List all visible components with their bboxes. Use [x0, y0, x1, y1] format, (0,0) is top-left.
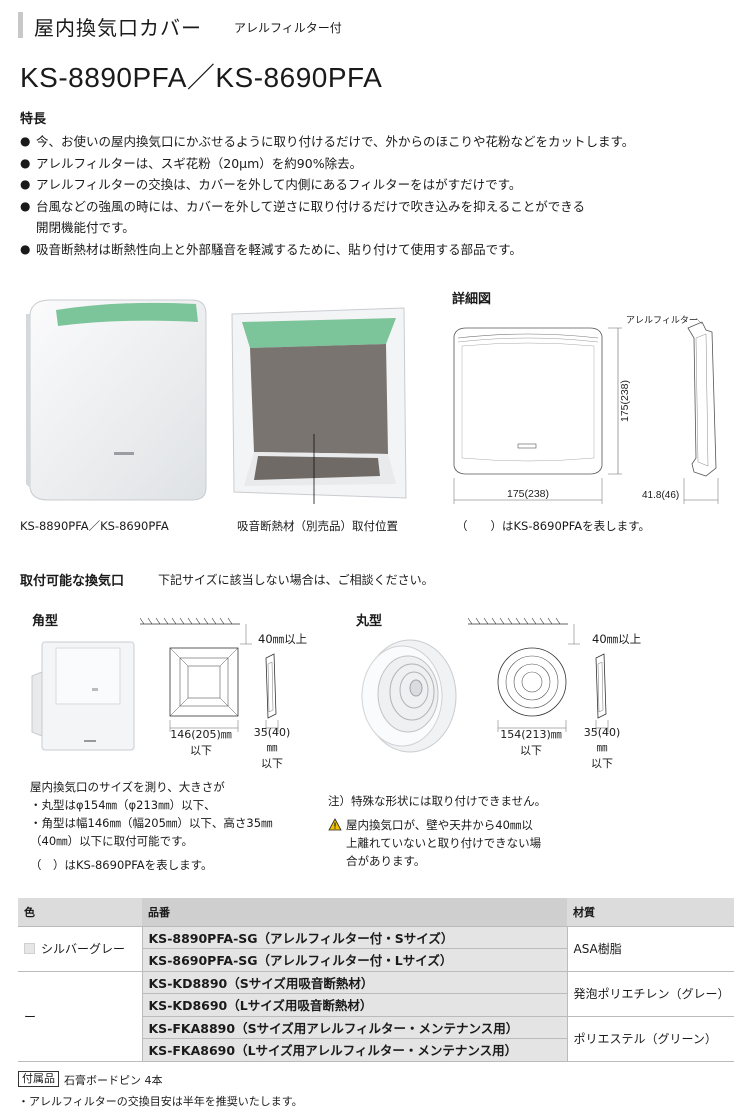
- size-note-line: ・角型は幅146㎜（幅205㎜）以下、高さ35㎜: [30, 816, 273, 830]
- product-back-image: [231, 307, 407, 504]
- feature-item: アレルフィルターは、スギ花粉（20μm）を約90%除去。: [20, 153, 732, 175]
- feature-item-continued: 開閉機能付です。: [36, 220, 135, 235]
- detail-caption: （ ）はKS-8690PFAを表します。: [456, 519, 650, 533]
- size-note-line: ・丸型はφ154㎜（φ213㎜）以下、: [30, 798, 216, 812]
- warning-note: 屋内換気口が、壁や天井から40㎜以 上離れていないと取り付けできない場 合があり…: [346, 818, 542, 868]
- table-row: シルバーグレー KS-8890PFA-SG（アレルフィルター付・Sサイズ） AS…: [18, 926, 734, 972]
- size-note-line: 屋内換気口のサイズを測り、大きさが: [30, 780, 225, 794]
- mountable-note: 下記サイズに該当しない場合は、ご相談ください。: [158, 573, 434, 587]
- product-front-image: [26, 299, 207, 501]
- page-title: 屋内換気口カバー: [34, 16, 202, 40]
- material-cell: ASA樹脂: [567, 926, 734, 972]
- color-cell: ー: [18, 971, 142, 1062]
- hinban-cell: KS-FKA8690（Lサイズ用アレルフィルター・メンテナンス用）: [141, 1038, 568, 1062]
- page-subtitle: アレルフィルター付: [234, 21, 342, 35]
- footnote: ・アレルフィルターの交換目安は半年を推奨いたします。: [18, 1095, 303, 1108]
- feature-item: 吸音断熱材は断熱性向上と外部騒音を軽減するために、貼り付けて使用する部品です。: [20, 239, 732, 261]
- table-row: KS-KD8690（Lサイズ用吸音断熱材）: [18, 993, 734, 1017]
- dim-depth: 41.8(46): [642, 490, 680, 501]
- square-vent-diagram: [140, 617, 279, 732]
- accessory-text: 石膏ボードピン 4本: [64, 1074, 163, 1087]
- caution-notes: 注）特殊な形状には取り付けできません。: [328, 792, 546, 810]
- hinban-cell: KS-8890PFA-SG（アレルフィルター付・Sサイズ）: [141, 926, 568, 949]
- header-hinban: 品番: [142, 898, 567, 927]
- round-vent-diagram: [468, 617, 609, 732]
- spec-table: 色 品番 材質 シルバーグレー KS-8890PFA-SG（アレルフィルター付・…: [18, 898, 734, 1062]
- header-material: 材質: [567, 898, 734, 927]
- header-color: 色: [18, 898, 142, 927]
- hinban-cell: KS-KD8890（Sサイズ用吸音断熱材）: [141, 971, 568, 994]
- dim-height: 175(238): [619, 380, 631, 422]
- special-shape-note: 注）特殊な形状には取り付けできません。: [328, 794, 547, 808]
- feature-item: 台風などの強風の時には、カバーを外して逆さに取り付けるだけで吹き込みを抑えること…: [20, 196, 732, 218]
- detail-heading: 詳細図: [452, 292, 492, 307]
- hinban-cell: KS-FKA8890（Sサイズ用アレルフィルター・メンテナンス用）: [141, 1016, 568, 1039]
- round-vent-image: [361, 639, 457, 753]
- feature-item: アレルフィルターの交換は、カバーを外して内側にあるフィルターをはがすだけです。: [20, 174, 732, 196]
- back-caption: 吸音断熱材（別売品）取付位置: [237, 519, 398, 533]
- size-note-paren: （ ）はKS-8690PFAを表します。: [30, 858, 213, 872]
- hinban-cell: KS-8690PFA-SG（アレルフィルター付・Lサイズ）: [141, 948, 568, 972]
- mountable-heading: 取付可能な換気口: [20, 574, 125, 589]
- header-accent-bar: [18, 12, 23, 38]
- square-clearance: 40㎜以上: [258, 632, 308, 646]
- table-row: KS-FKA8690（Lサイズ用アレルフィルター・メンテナンス用）: [18, 1038, 734, 1062]
- table-header-row: 色 品番 材質: [18, 898, 734, 927]
- warning-icon: [328, 818, 342, 831]
- round-clearance: 40㎜以上: [592, 632, 642, 646]
- front-caption: KS-8890PFA／KS-8690PFA: [20, 519, 169, 533]
- size-notes: 屋内換気口のサイズを測り、大きさが ・丸型はφ154㎜（φ213㎜）以下、 ・角…: [30, 778, 273, 874]
- square-vent-image: [31, 641, 135, 751]
- table-row: KS-8690PFA-SG（アレルフィルター付・Lサイズ）: [18, 948, 734, 972]
- detail-drawing: 175(238) 175(238): [453, 317, 719, 504]
- table-row: ー KS-KD8890（Sサイズ用吸音断熱材） 発泡ポリエチレン（グレー）: [18, 971, 734, 1062]
- filter-label: アレルフィルター: [626, 316, 698, 326]
- model-number: KS-8890PFA／KS-8690PFA: [20, 62, 383, 93]
- features-heading: 特長: [20, 112, 47, 127]
- color-cell: シルバーグレー: [18, 926, 142, 972]
- hinban-cell: KS-KD8690（Lサイズ用吸音断熱材）: [141, 993, 568, 1017]
- feature-item: 今、お使いの屋内換気口にかぶせるように取り付けるだけで、外からのほこりや花粉など…: [20, 131, 732, 153]
- material-cell: 発泡ポリエチレン（グレー）: [567, 971, 734, 1017]
- features-list: 今、お使いの屋内換気口にかぶせるように取り付けるだけで、外からのほこりや花粉など…: [20, 131, 732, 260]
- material-cell: ポリエステル（グリーン）: [567, 1016, 734, 1062]
- accessory-label: 付属品: [18, 1071, 59, 1087]
- round-type-label: 丸型: [356, 614, 383, 629]
- size-note-line: （40㎜）以下に取付可能です。: [30, 834, 193, 848]
- table-row: KS-FKA8890（Sサイズ用アレルフィルター・メンテナンス用） ポリエステル…: [18, 1016, 734, 1062]
- color-swatch: [24, 943, 35, 954]
- square-type-label: 角型: [32, 614, 59, 629]
- dim-width: 175(238): [507, 488, 549, 500]
